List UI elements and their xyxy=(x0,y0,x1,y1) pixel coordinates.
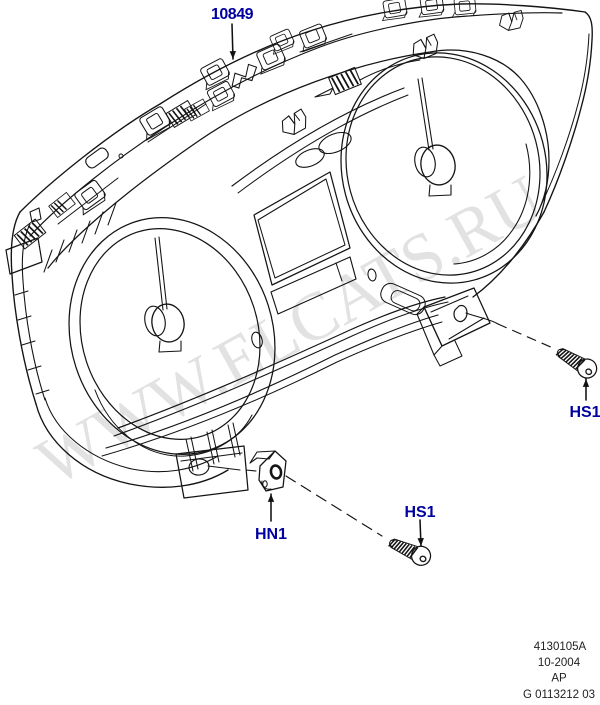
svg-text:G 0113212 03: G 0113212 03 xyxy=(523,689,595,700)
svg-text:10849: 10849 xyxy=(211,6,254,23)
svg-text:AP: AP xyxy=(551,673,567,685)
svg-text:HS1: HS1 xyxy=(569,404,600,421)
svg-text:HN1: HN1 xyxy=(255,526,287,543)
svg-text:HS1: HS1 xyxy=(404,504,435,521)
svg-text:4130105A: 4130105A xyxy=(534,641,587,653)
svg-text:10-2004: 10-2004 xyxy=(538,657,581,669)
